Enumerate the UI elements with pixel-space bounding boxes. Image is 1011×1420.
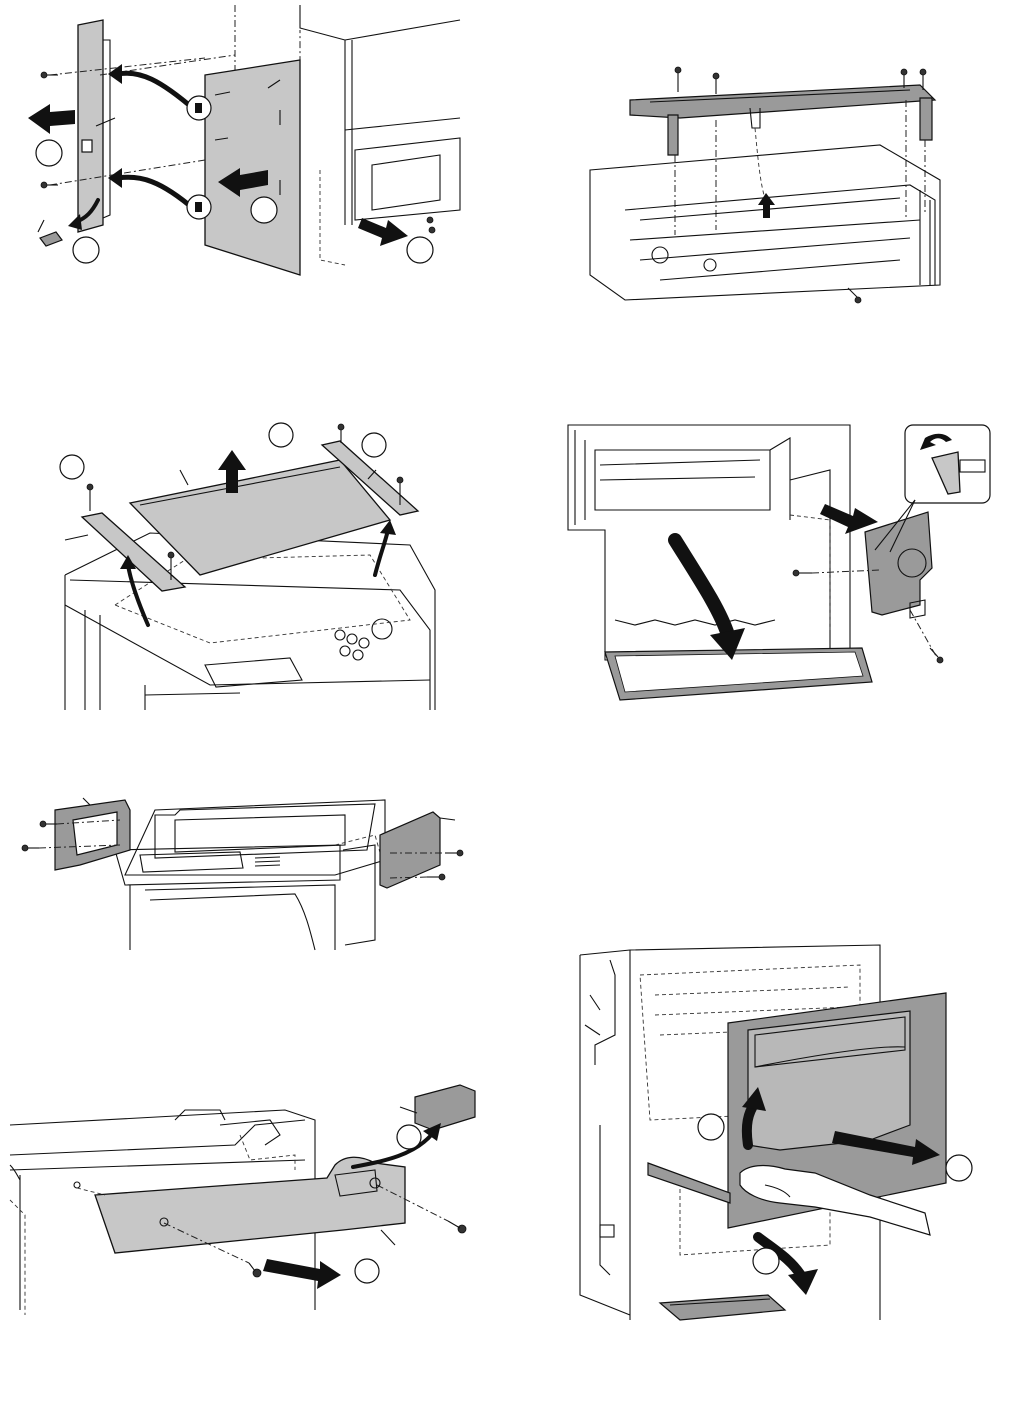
screw-icon (713, 73, 719, 94)
step-circle-icon (269, 423, 293, 447)
screw-icon (338, 424, 344, 443)
step-circle-icon (753, 1248, 779, 1274)
arrow-icon (358, 218, 408, 246)
figure-paper-exit-cover-removal (5, 1075, 485, 1320)
screw-icon (22, 845, 39, 851)
screw-icon (848, 288, 861, 303)
screw-icon (41, 72, 58, 78)
figure-scanner-side-covers-removal (5, 790, 470, 955)
figure-top-frame-removal (580, 60, 960, 310)
arrow-icon (263, 1259, 341, 1289)
arrow-icon (28, 104, 75, 134)
screw-icon (41, 182, 58, 188)
step-circle-icon (60, 455, 84, 479)
figure-right-door-removal (570, 935, 1000, 1325)
step-circle-icon (698, 1114, 724, 1140)
step-circle-icon (407, 237, 433, 263)
curved-arrow-icon (118, 73, 195, 110)
screw-icon (427, 874, 445, 880)
step-circle-icon (362, 433, 386, 457)
step-circle-icon (73, 237, 99, 263)
door-rail-part (648, 1163, 730, 1203)
step-circle-icon (251, 197, 277, 223)
screw-icon (427, 217, 435, 233)
screw-icon (793, 570, 812, 576)
top-frame-part (630, 85, 935, 118)
figure-document-glass-removal (40, 415, 450, 715)
figure-front-cover-removal (560, 420, 1000, 710)
exit-cover-top-part (415, 1085, 475, 1130)
screw-icon (675, 67, 681, 92)
screw-icon (87, 484, 93, 511)
curved-arrow-icon (375, 530, 388, 575)
step-circle-icon (946, 1155, 972, 1181)
step-circle-icon (397, 1125, 421, 1149)
step-circle-icon (355, 1259, 379, 1283)
screw-icon (448, 1221, 466, 1233)
screw-icon (930, 648, 943, 663)
figure-left-cabinet-removal (0, 0, 470, 300)
curved-arrow-icon (118, 177, 195, 210)
side-cover-panel (205, 60, 300, 275)
screw-icon (445, 850, 463, 856)
document-glass-part (130, 460, 390, 575)
step-circle-icon (36, 140, 62, 166)
arrow-icon (820, 504, 878, 534)
screw-icon (249, 1263, 261, 1277)
curved-arrow-icon (675, 540, 728, 635)
